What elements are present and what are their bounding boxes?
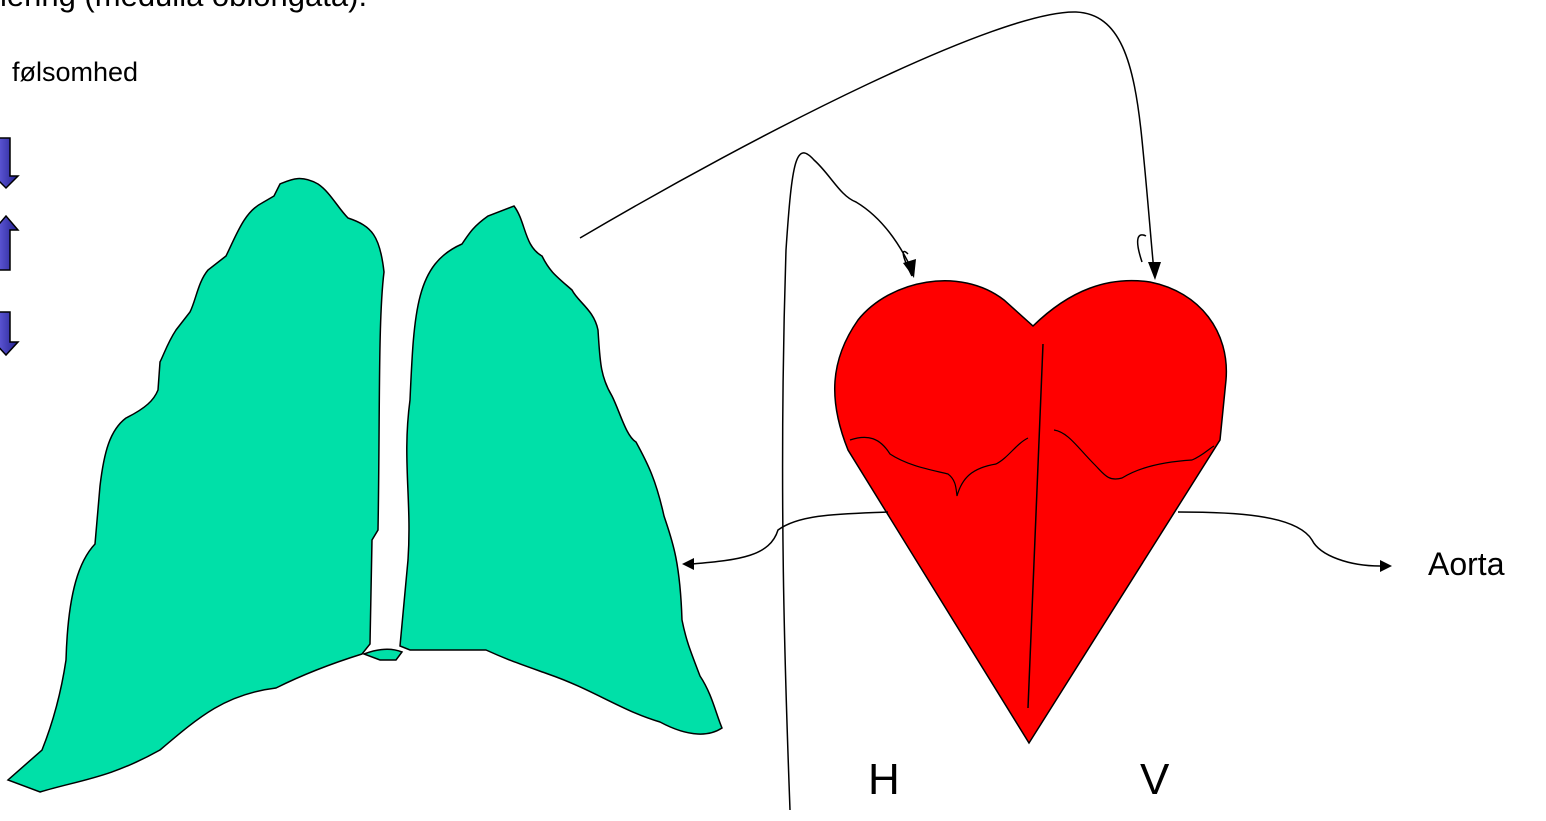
arrowhead-lung	[682, 558, 694, 570]
lung-base-connector	[364, 649, 402, 660]
right-lung	[8, 179, 384, 792]
sensitivity-label: følsomhed	[12, 57, 138, 88]
lungs	[8, 179, 722, 792]
arrowhead-left-atrium	[1148, 262, 1161, 280]
down-arrow-indicator-2	[0, 312, 18, 355]
up-arrow-indicator	[0, 216, 18, 270]
right-side-label: H	[868, 755, 900, 805]
down-arrow-indicator-1	[0, 138, 18, 188]
open-arrow-left-atrium	[1138, 235, 1146, 262]
heart	[835, 281, 1227, 743]
pulmonary-vein-line	[580, 12, 1154, 272]
aorta-label: Aorta	[1428, 546, 1504, 583]
left-lung	[400, 206, 722, 734]
left-side-label: V	[1140, 755, 1169, 805]
pulmonary-artery-line	[692, 512, 888, 564]
partial-heading: lering (medulla oblongata).	[0, 0, 367, 14]
aorta-line	[1178, 512, 1380, 566]
arrowhead-aorta	[1380, 560, 1392, 572]
heart-body	[835, 281, 1227, 743]
